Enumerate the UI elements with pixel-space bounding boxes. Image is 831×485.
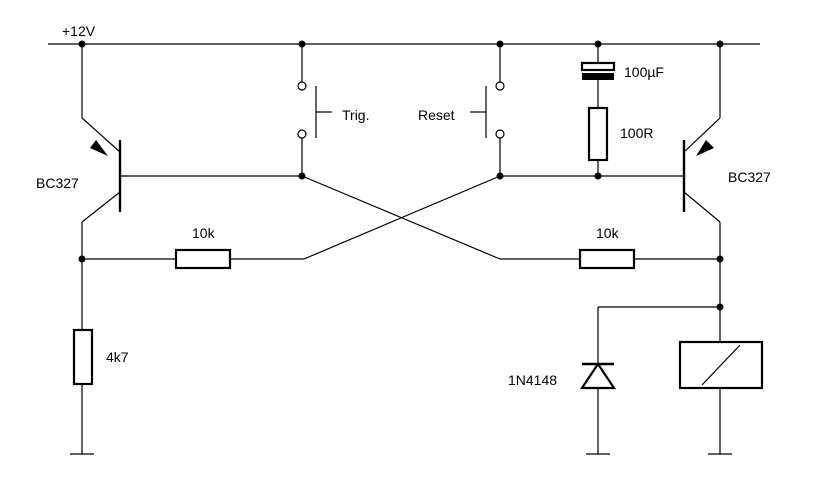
diode-label: 1N4148 <box>508 372 557 388</box>
transistor-right <box>682 44 721 342</box>
capacitor <box>580 44 616 108</box>
resistor-base-right-label: 10k <box>596 225 620 241</box>
supply-label: +12V <box>62 23 96 39</box>
transistor-right-label: BC327 <box>728 169 771 185</box>
transistor-left <box>81 44 302 330</box>
resistor-base-left <box>82 248 304 270</box>
switch-reset <box>470 44 505 176</box>
resistor-series <box>587 106 609 176</box>
resistor-base-right <box>500 248 720 270</box>
resistor-emitter <box>70 328 94 455</box>
switch-reset-label: Reset <box>418 107 455 123</box>
relay-coil <box>678 340 764 455</box>
resistor-emitter-label: 4k7 <box>106 349 129 365</box>
capacitor-label: 100µF <box>624 64 664 80</box>
diode <box>579 306 720 455</box>
junction-dots <box>78 40 724 311</box>
switch-trigger-label: Trig. <box>342 107 369 123</box>
resistor-base-left-label: 10k <box>192 225 216 241</box>
cross-coupling-wires <box>301 175 501 260</box>
resistor-series-label: 100R <box>620 125 653 141</box>
transistor-left-label: BC327 <box>36 175 79 191</box>
switch-trigger <box>297 44 332 176</box>
